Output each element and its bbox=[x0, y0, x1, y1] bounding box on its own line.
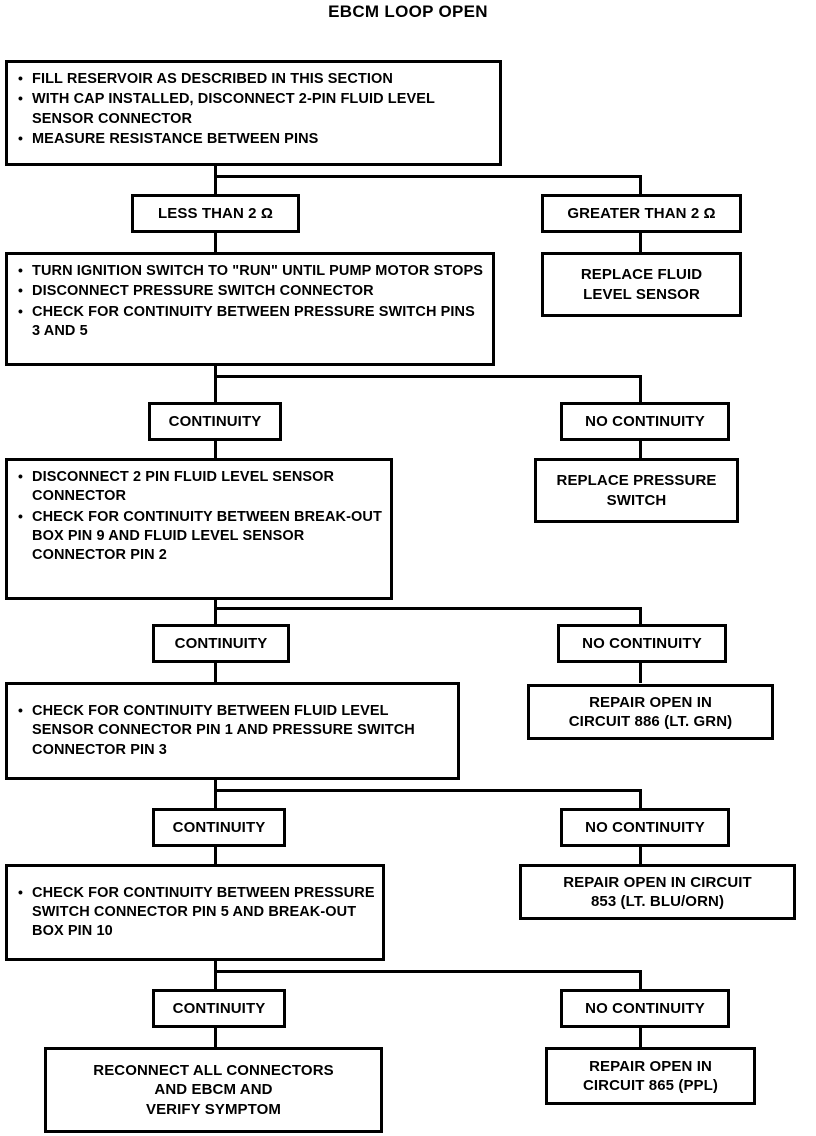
result-repair-open-circuit-853: REPAIR OPEN IN CIRCUIT 853 (LT. BLU/ORN) bbox=[519, 864, 796, 920]
branch-4-continuity: CONTINUITY bbox=[152, 808, 286, 847]
connector-less-than-down bbox=[214, 233, 217, 253]
connector-branch5-left-down bbox=[214, 970, 217, 989]
connector-continuity-2-down bbox=[214, 441, 217, 459]
step-2-item-2: DISCONNECT PRESSURE SWITCH CONNECTOR bbox=[18, 281, 486, 301]
final-reconnect-box: RECONNECT ALL CONNECTORS AND EBCM AND VE… bbox=[44, 1047, 383, 1133]
step-4-box: CHECK FOR CONTINUITY BETWEEN FLUID LEVEL… bbox=[5, 682, 460, 780]
connector-branch1-left-down bbox=[214, 175, 217, 194]
connector-no-continuity-3-down bbox=[639, 663, 642, 683]
connector-branch4-right-down bbox=[639, 789, 642, 808]
connector-no-continuity-2-down bbox=[639, 441, 642, 459]
step-1-item-3: MEASURE RESISTANCE BETWEEN PINS bbox=[18, 129, 493, 149]
connector-branch1-horizontal bbox=[214, 175, 642, 178]
step-3-box: DISCONNECT 2 PIN FLUID LEVEL SENSOR CONN… bbox=[5, 458, 393, 600]
connector-continuity-4-down bbox=[214, 847, 217, 865]
connector-branch3-left-down bbox=[214, 607, 217, 624]
branch-3-no-continuity: NO CONTINUITY bbox=[557, 624, 727, 663]
connector-branch3-horizontal bbox=[214, 607, 642, 610]
result-replace-fluid-level-sensor: REPLACE FLUID LEVEL SENSOR bbox=[541, 252, 742, 317]
result-replace-pressure-switch: REPLACE PRESSURE SWITCH bbox=[534, 458, 739, 523]
step-5-box: CHECK FOR CONTINUITY BETWEEN PRESSURE SW… bbox=[5, 864, 385, 961]
connector-no-continuity-5-down bbox=[639, 1028, 642, 1048]
branch-1-greater-than: GREATER THAN 2 Ω bbox=[541, 194, 742, 233]
connector-branch2-horizontal bbox=[214, 375, 642, 378]
connector-branch4-horizontal bbox=[214, 789, 642, 792]
branch-2-continuity: CONTINUITY bbox=[148, 402, 282, 441]
connector-continuity-3-down bbox=[214, 663, 217, 683]
branch-5-no-continuity: NO CONTINUITY bbox=[560, 989, 730, 1028]
branch-4-no-continuity: NO CONTINUITY bbox=[560, 808, 730, 847]
branch-1-less-than: LESS THAN 2 Ω bbox=[131, 194, 300, 233]
branch-5-continuity: CONTINUITY bbox=[152, 989, 286, 1028]
step-1-item-1: FILL RESERVOIR AS DESCRIBED IN THIS SECT… bbox=[18, 69, 493, 89]
connector-step2-down bbox=[214, 366, 217, 378]
step-4-item-1: CHECK FOR CONTINUITY BETWEEN FLUID LEVEL… bbox=[18, 701, 451, 760]
step-1-box: FILL RESERVOIR AS DESCRIBED IN THIS SECT… bbox=[5, 60, 502, 166]
connector-step4-down bbox=[214, 780, 217, 790]
step-5-item-1: CHECK FOR CONTINUITY BETWEEN PRESSURE SW… bbox=[18, 883, 376, 942]
connector-continuity-5-down bbox=[214, 1028, 217, 1048]
connector-branch3-right-down bbox=[639, 607, 642, 624]
result-repair-open-circuit-865: REPAIR OPEN IN CIRCUIT 865 (PPL) bbox=[545, 1047, 756, 1105]
connector-step5-down bbox=[214, 961, 217, 971]
branch-3-continuity: CONTINUITY bbox=[152, 624, 290, 663]
connector-branch2-left-down bbox=[214, 375, 217, 402]
branch-2-no-continuity: NO CONTINUITY bbox=[560, 402, 730, 441]
step-3-item-1: DISCONNECT 2 PIN FLUID LEVEL SENSOR CONN… bbox=[18, 467, 384, 507]
connector-step3-down bbox=[214, 600, 217, 610]
step-2-item-1: TURN IGNITION SWITCH TO "RUN" UNTIL PUMP… bbox=[18, 261, 486, 281]
step-3-item-2: CHECK FOR CONTINUITY BETWEEN BREAK-OUT B… bbox=[18, 507, 384, 566]
connector-branch4-left-down bbox=[214, 789, 217, 808]
connector-greater-than-down bbox=[639, 233, 642, 253]
step-1-item-2: WITH CAP INSTALLED, DISCONNECT 2-PIN FLU… bbox=[18, 89, 493, 129]
connector-branch5-right-down bbox=[639, 970, 642, 989]
connector-branch2-right-down bbox=[639, 375, 642, 402]
step-2-box: TURN IGNITION SWITCH TO "RUN" UNTIL PUMP… bbox=[5, 252, 495, 366]
connector-no-continuity-4-down bbox=[639, 847, 642, 865]
result-repair-open-circuit-886: REPAIR OPEN IN CIRCUIT 886 (LT. GRN) bbox=[527, 684, 774, 740]
page-title: EBCM LOOP OPEN bbox=[328, 2, 488, 21]
step-2-item-3: CHECK FOR CONTINUITY BETWEEN PRESSURE SW… bbox=[18, 302, 486, 342]
connector-step1-down bbox=[214, 166, 217, 178]
connector-branch1-right-down bbox=[639, 175, 642, 194]
connector-branch5-horizontal bbox=[214, 970, 642, 973]
